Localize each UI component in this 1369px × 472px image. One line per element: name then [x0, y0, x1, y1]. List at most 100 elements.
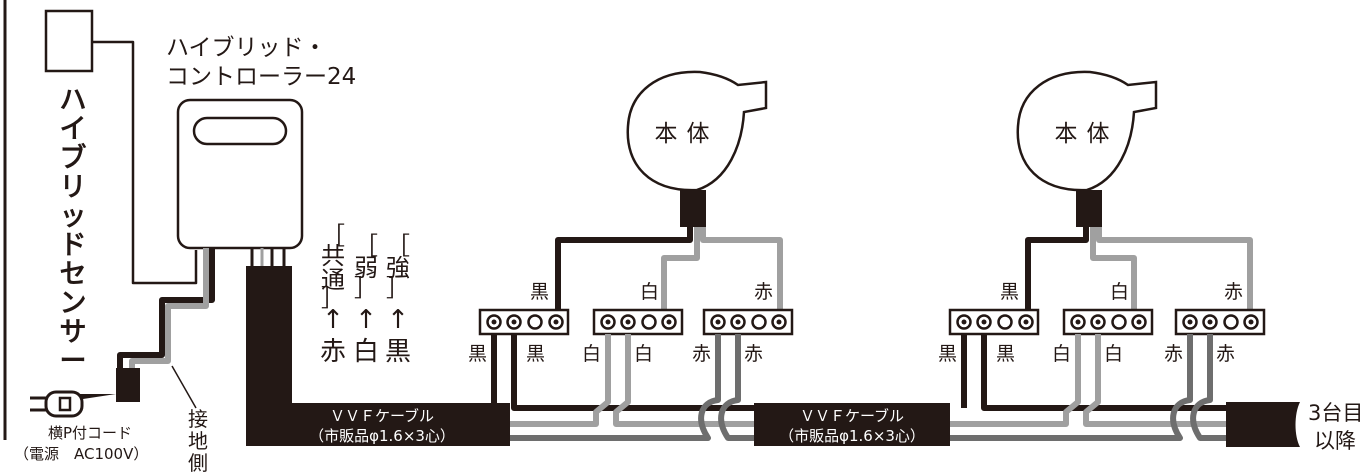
svg-text:黒: 黒: [526, 343, 545, 365]
svg-text:］: ］: [386, 274, 410, 302]
u2-feed-red-in: [950, 334, 1193, 441]
u1-feed-red-out: [718, 334, 754, 441]
svg-text:ッ: ッ: [60, 201, 87, 232]
svg-text:↑: ↑: [355, 305, 377, 335]
svg-text:↑: ↑: [322, 305, 344, 335]
u1-lead-black: [555, 227, 693, 316]
plug-mark: [58, 396, 72, 412]
plug-body: [116, 368, 140, 402]
svg-text:ブ: ブ: [60, 142, 87, 174]
svg-text:側: 側: [188, 451, 208, 472]
svg-text:［: ［: [321, 222, 345, 250]
svg-text:本: 本: [1055, 121, 1078, 147]
fan-unit-group-2: 本 体 黒 白 赤 黒 黒 白 白 赤 赤: [938, 70, 1266, 441]
svg-text:接: 接: [188, 407, 208, 431]
cable-2-label-line2: （市販品φ1.6×3心）: [779, 427, 925, 445]
fan-unit-2-cable-gland: [1076, 190, 1102, 227]
svg-text:白: 白: [1110, 281, 1129, 303]
svg-text:赤: 赤: [1164, 343, 1183, 365]
svg-text:赤: 赤: [1216, 343, 1235, 365]
svg-text:セ: セ: [60, 259, 87, 290]
u1-feed-black-out: [511, 334, 754, 411]
u2-feed-white-out: [1083, 334, 1226, 427]
svg-text:サ: サ: [60, 317, 87, 348]
svg-text:赤: 赤: [1224, 281, 1243, 303]
plug-head: [44, 390, 84, 418]
ground-label: 接 地 側: [188, 407, 208, 472]
svg-text:ン: ン: [60, 288, 87, 319]
continuation-label-line1: 3台目: [1308, 401, 1363, 425]
u2-lead-white: [1090, 227, 1137, 316]
svg-text:白: 白: [634, 343, 653, 365]
svg-text:黒: 黒: [938, 343, 957, 365]
u2-feed-white-in: [950, 334, 1081, 427]
svg-text:ー: ー: [60, 346, 87, 377]
fan-unit-1-body: [626, 70, 768, 192]
u1-feed-white-out: [613, 334, 754, 427]
vvf-cable-1-body: [246, 266, 510, 446]
controller-label-line1: ハイブリッド・: [166, 35, 327, 61]
u1-feed-red-in: [510, 334, 721, 441]
svg-text:ハ: ハ: [60, 85, 87, 116]
power-cord-black: [117, 248, 215, 370]
fan-unit-group-1: 本 体 黒 白 赤 黒 黒 白 白 赤 赤: [468, 70, 794, 441]
sensor-wire: [92, 40, 198, 285]
u1-lead-red: [700, 227, 783, 316]
svg-text:白: 白: [582, 343, 601, 365]
svg-text:体: 体: [1087, 121, 1110, 147]
cable-2-label-line1: ＶＶＦケーブル: [800, 407, 904, 425]
svg-text:本: 本: [655, 121, 678, 147]
svg-text:黒: 黒: [385, 337, 411, 367]
svg-text:通: 通: [321, 266, 345, 294]
svg-text:白: 白: [1052, 343, 1071, 365]
svg-text:［: ［: [386, 232, 410, 260]
svg-text:強: 強: [386, 254, 410, 282]
power-cord-grey: [129, 248, 209, 370]
svg-text:赤: 赤: [754, 281, 773, 303]
ground-leader: [171, 365, 197, 409]
sensor-box: [44, 9, 94, 73]
u2-lead-black: [1025, 227, 1089, 316]
fan-unit-1-cable-gland: [680, 190, 706, 227]
svg-text:赤: 赤: [744, 343, 763, 365]
u2-feed-red-out: [1190, 334, 1226, 441]
continuation-cable-end: [1226, 402, 1300, 447]
svg-text:黒: 黒: [1000, 281, 1019, 303]
svg-text:黒: 黒: [468, 343, 487, 365]
cable-1-label-line1: ＶＶＦケーブル: [330, 407, 434, 425]
u2-lead-red: [1096, 227, 1253, 316]
svg-text:］: ］: [354, 274, 378, 302]
svg-text:赤: 赤: [320, 337, 346, 367]
svg-text:白: 白: [1104, 343, 1123, 365]
vvf-cable-2-body: [754, 403, 950, 446]
svg-text:白: 白: [353, 337, 379, 367]
controller-display-window: [192, 116, 288, 146]
svg-text:白: 白: [640, 281, 659, 303]
cord-label-line2: （電源 AC100V）: [14, 445, 148, 463]
sensor-label: ハ イ ブ リ ッ ド セ ン サ ー: [60, 85, 87, 377]
svg-text:イ: イ: [60, 114, 87, 145]
u1-lead-white: [661, 227, 700, 316]
terminal-legend: ［ 共 通 ］ ［ 弱 ］ ［ 強 ］ ↑ ↑ ↑ 赤 白 黒: [320, 222, 411, 367]
controller-box: [176, 98, 304, 250]
svg-text:黒: 黒: [996, 343, 1015, 365]
svg-text:［: ［: [354, 232, 378, 260]
svg-text:赤: 赤: [692, 343, 711, 365]
svg-text:体: 体: [687, 121, 710, 147]
cable-1-label-line2: （市販品φ1.6×3心）: [309, 427, 455, 445]
svg-text:弱: 弱: [354, 254, 378, 282]
svg-text:共: 共: [321, 242, 345, 270]
svg-text:］: ］: [321, 284, 345, 312]
u1-feed-white-in: [510, 334, 611, 427]
svg-text:↑: ↑: [387, 305, 409, 335]
fan-unit-2-body: [1016, 70, 1158, 192]
cord-label-line1: 横P付コード: [48, 424, 132, 442]
svg-text:地: 地: [188, 429, 208, 453]
continuation-label-line2: 以降: [1314, 429, 1356, 453]
controller-label-line2: コントローラー24: [166, 64, 356, 90]
svg-text:リ: リ: [60, 172, 87, 203]
svg-text:黒: 黒: [530, 281, 549, 303]
svg-text:ド: ド: [60, 230, 87, 261]
